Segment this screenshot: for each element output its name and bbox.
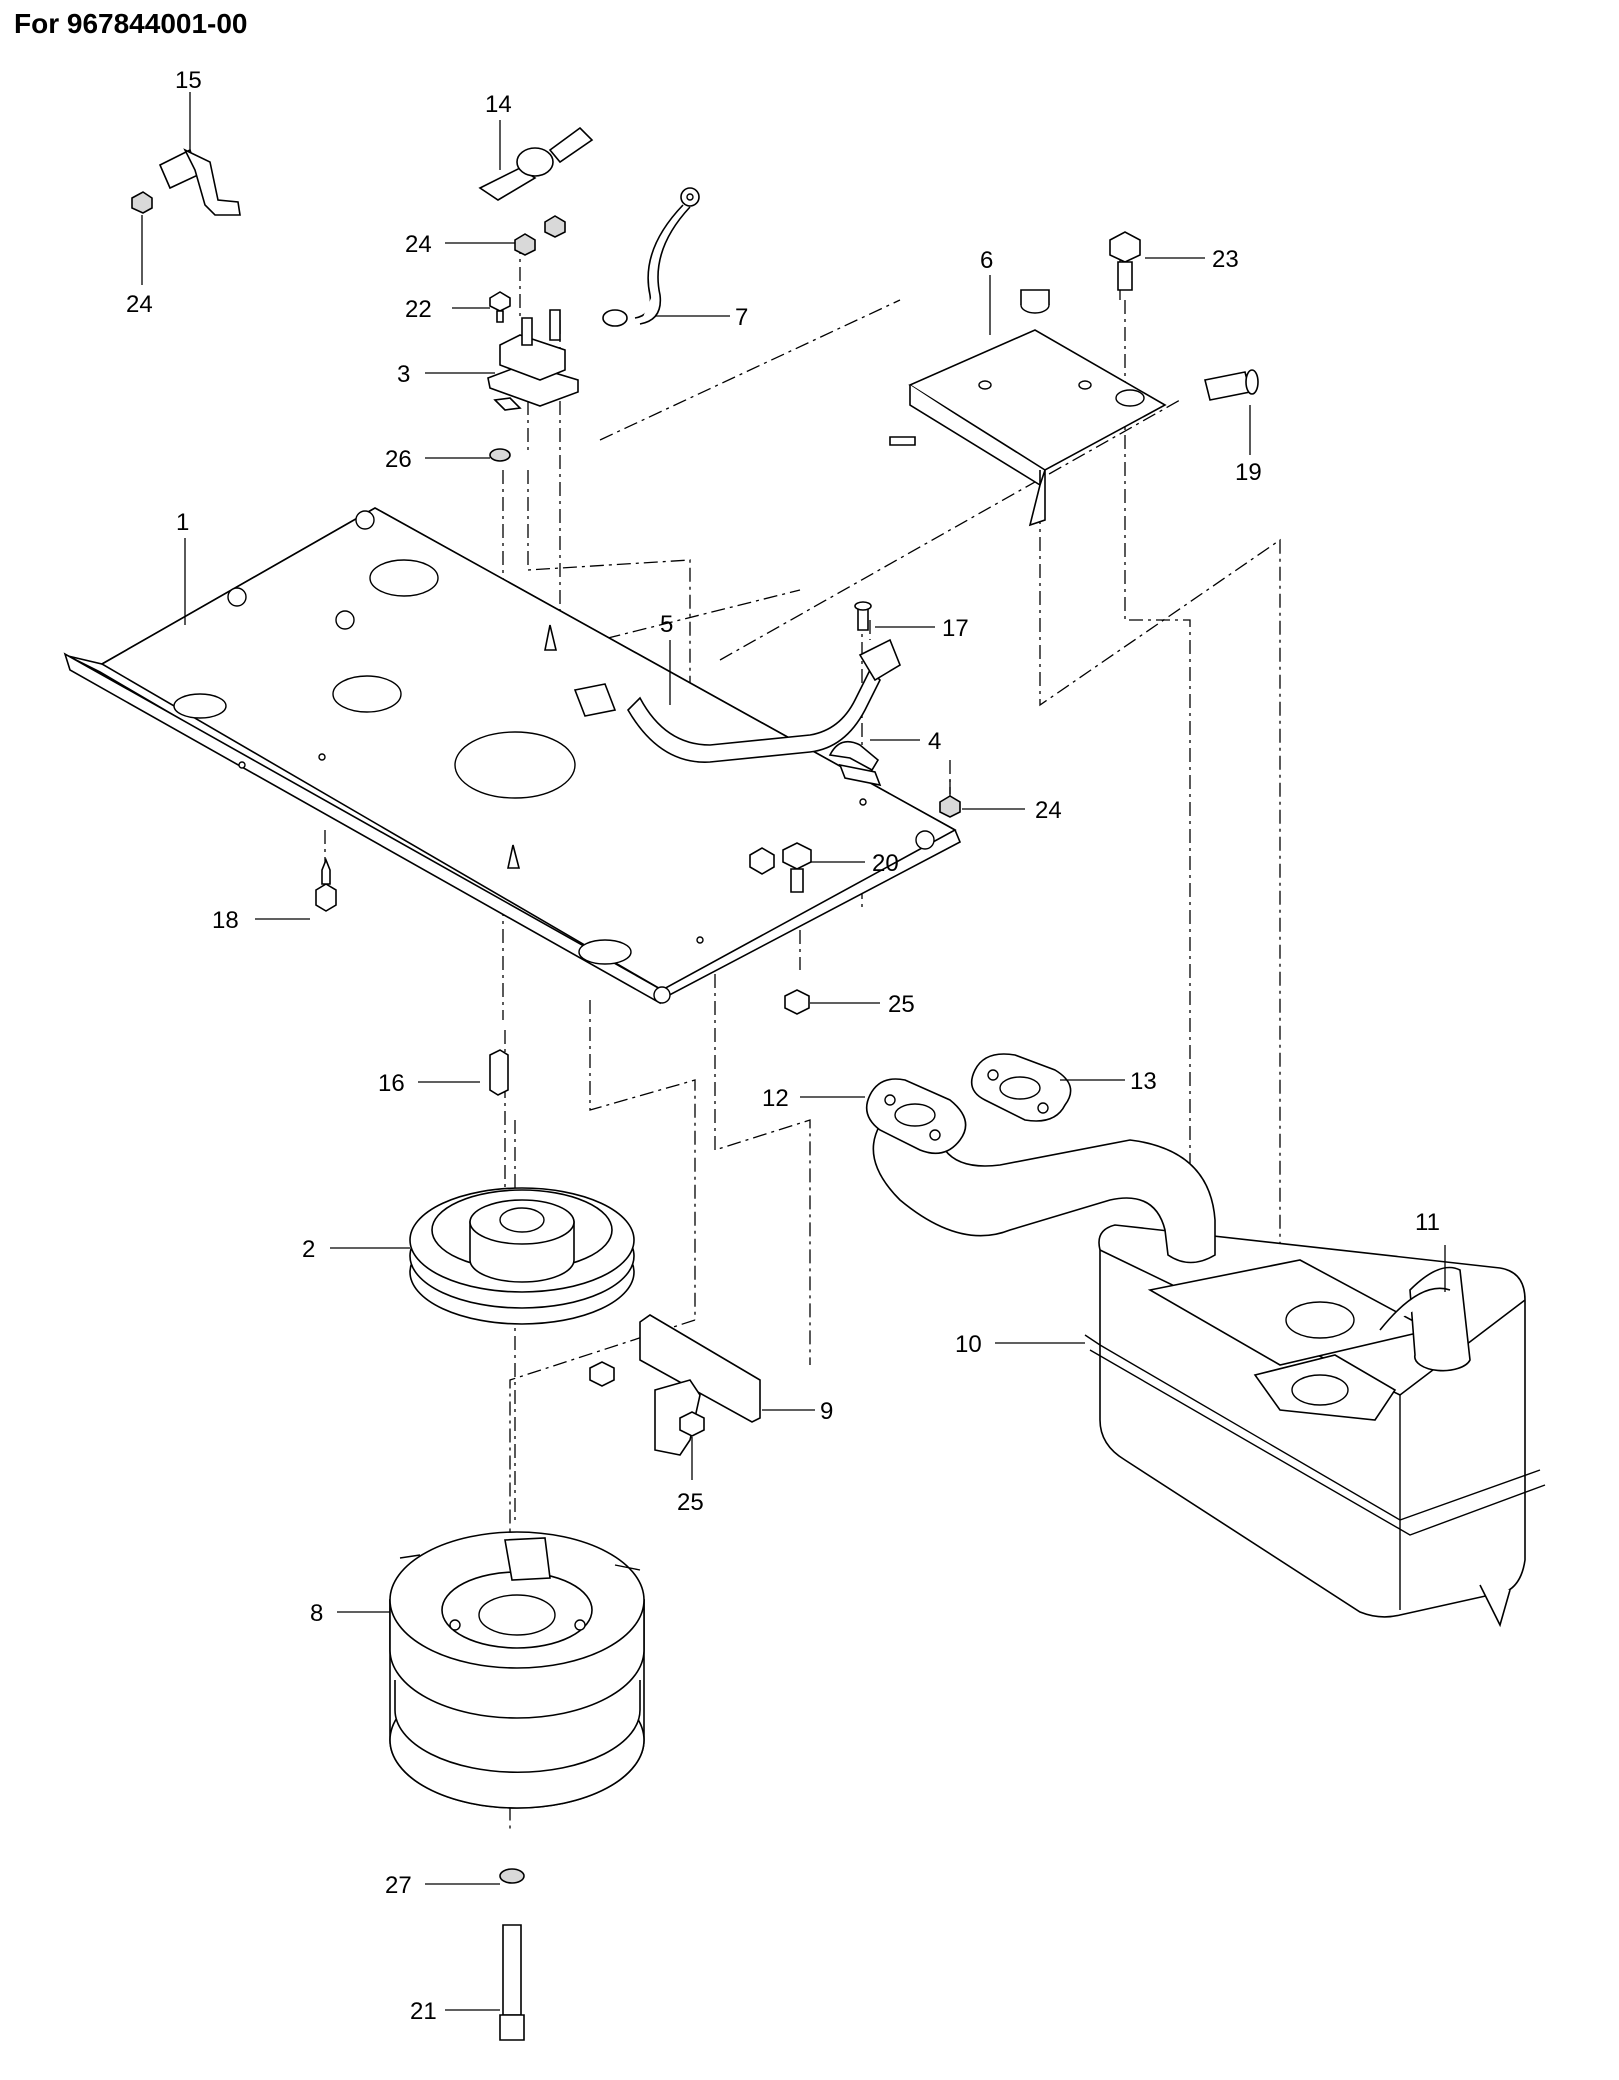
support-bracket bbox=[639, 1314, 761, 1456]
callout-8: 8 bbox=[310, 1600, 323, 1627]
bracket bbox=[889, 289, 1167, 527]
callout-20: 20 bbox=[872, 850, 899, 877]
callout-22: 22 bbox=[405, 296, 432, 323]
muffler bbox=[1084, 1224, 1546, 1628]
callout-23: 23 bbox=[1212, 246, 1239, 273]
callout-19: 19 bbox=[1235, 459, 1262, 486]
callout-1: 1 bbox=[176, 509, 189, 536]
callout-12: 12 bbox=[762, 1085, 789, 1112]
callout-24-plate: 24 bbox=[1035, 797, 1062, 824]
callouts: 1 2 3 4 5 6 7 8 9 10 11 12 13 14 15 16 1… bbox=[126, 67, 1440, 2025]
callout-11: 11 bbox=[1415, 1209, 1440, 1236]
fuel-line bbox=[573, 638, 901, 763]
pulley bbox=[409, 1187, 635, 1325]
callout-13: 13 bbox=[1130, 1068, 1157, 1095]
gasket bbox=[970, 1053, 1072, 1122]
callout-16: 16 bbox=[378, 1070, 405, 1097]
ground-wire bbox=[602, 187, 700, 327]
callout-26: 26 bbox=[385, 446, 412, 473]
callout-24-top: 24 bbox=[405, 231, 432, 258]
callout-25-plate: 25 bbox=[888, 991, 915, 1018]
hardware bbox=[131, 191, 1259, 2041]
callout-21: 21 bbox=[410, 1998, 437, 2025]
clamp bbox=[828, 740, 882, 787]
callout-14: 14 bbox=[485, 91, 512, 118]
exhaust-pipe bbox=[865, 1078, 1216, 1264]
callout-18: 18 bbox=[212, 907, 239, 934]
callout-4: 4 bbox=[928, 728, 941, 755]
leader-lines bbox=[141, 92, 1446, 2011]
callout-15: 15 bbox=[175, 67, 202, 94]
callout-17: 17 bbox=[942, 615, 969, 642]
callout-24-left: 24 bbox=[126, 291, 153, 318]
callout-7: 7 bbox=[735, 304, 748, 331]
electric-clutch bbox=[389, 1531, 645, 1809]
callout-2: 2 bbox=[302, 1236, 315, 1263]
callout-10: 10 bbox=[955, 1331, 982, 1358]
callout-27: 27 bbox=[385, 1872, 412, 1899]
callout-9: 9 bbox=[820, 1398, 833, 1425]
page-title: For 967844001-00 bbox=[14, 8, 248, 39]
callout-6: 6 bbox=[980, 247, 993, 274]
solenoid bbox=[487, 309, 579, 411]
callout-25-bracket: 25 bbox=[677, 1489, 704, 1516]
callout-3: 3 bbox=[397, 361, 410, 388]
terminal-boot-14 bbox=[478, 126, 594, 201]
callout-5: 5 bbox=[660, 611, 673, 638]
terminal-boot-15 bbox=[158, 148, 241, 216]
mounting-plate bbox=[63, 507, 962, 1005]
